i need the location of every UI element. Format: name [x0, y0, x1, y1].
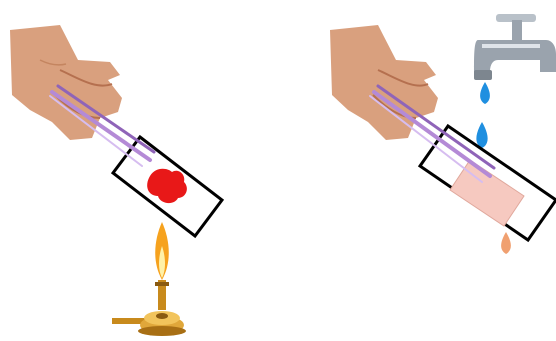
water-drop-icon [476, 82, 490, 148]
flame-icon [155, 222, 169, 280]
heating-panel [0, 0, 278, 341]
alcohol-lamp-icon [112, 280, 186, 336]
rinsing-panel [278, 0, 556, 341]
water-drop-icon [501, 232, 511, 254]
hand-icon [10, 25, 122, 140]
rinsing-scene [278, 0, 556, 341]
water-tap-icon [474, 14, 556, 80]
heating-scene [0, 0, 278, 341]
hand-icon [330, 25, 438, 140]
